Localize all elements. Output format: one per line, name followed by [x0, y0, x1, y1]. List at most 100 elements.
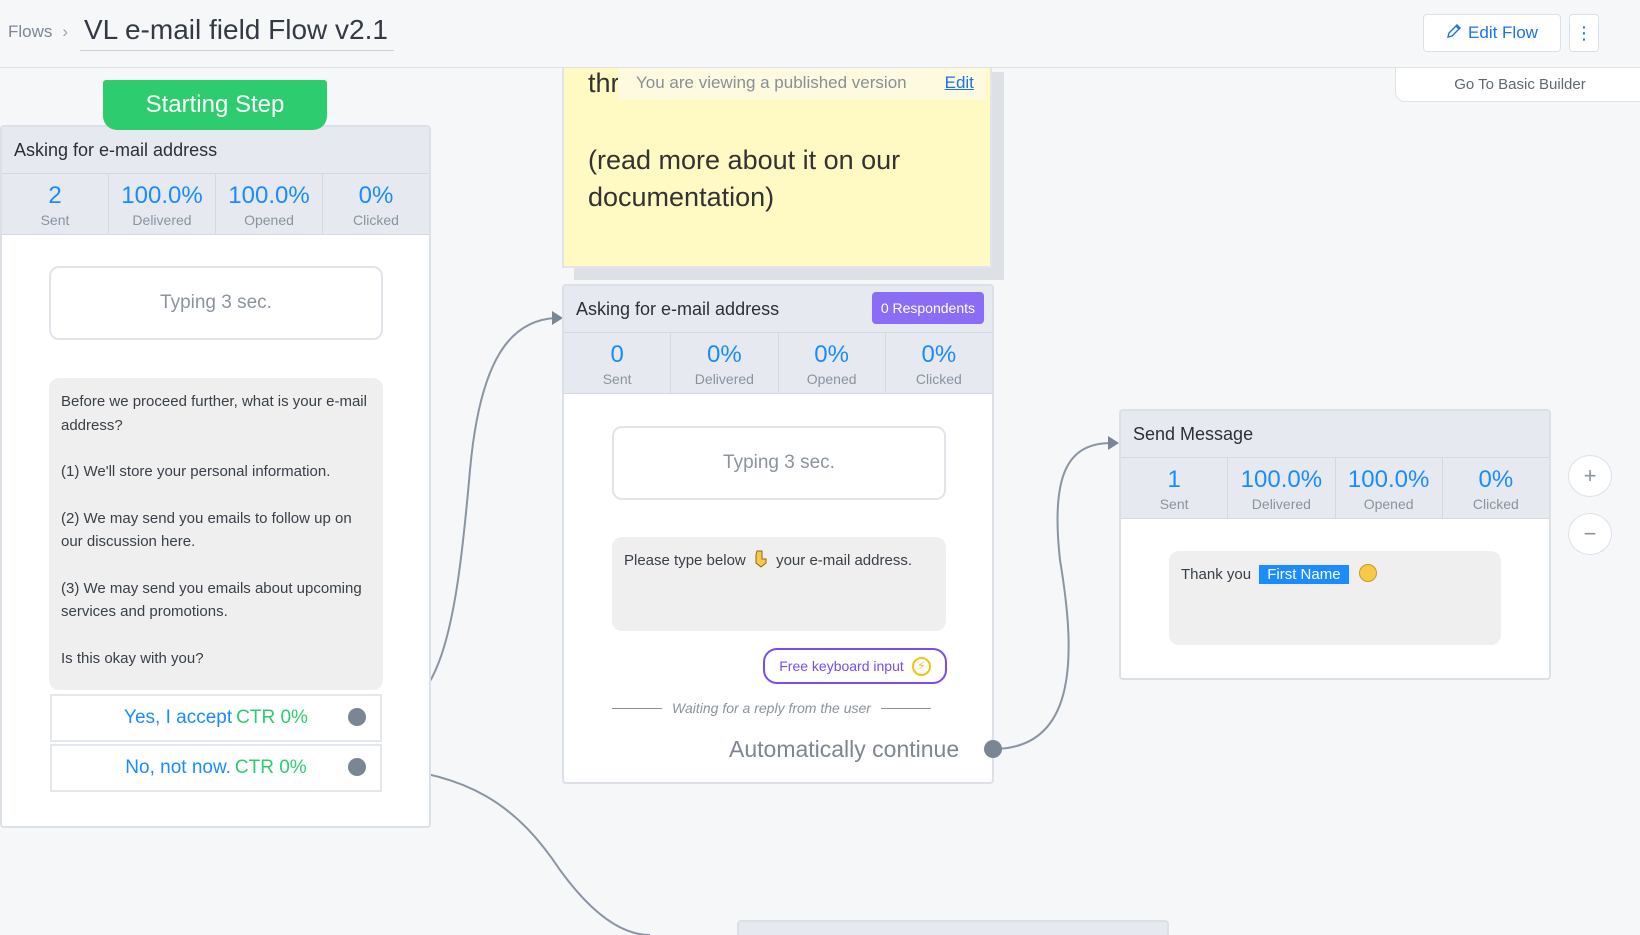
button-label: No, not now.: [125, 757, 231, 778]
message-line: (1) We'll store your personal informatio…: [61, 463, 331, 480]
stat-opened: 100.0%Opened: [216, 174, 323, 234]
first-name-variable-tag: First Name: [1259, 565, 1349, 584]
pencil-icon: [1446, 23, 1462, 44]
stat-delivered: 100.0% Delivered: [109, 174, 216, 234]
automatically-continue-label: Automatically continue: [729, 736, 960, 762]
message-line: (3) We may send you emails about upcomin…: [61, 579, 362, 621]
quick-reply-no[interactable]: No, not now.CTR 0%: [50, 744, 382, 792]
stat-delivered: 100.0% Delivered: [1228, 458, 1336, 518]
waiting-divider: Waiting for a reply from the user: [612, 700, 931, 716]
stat-clicked: 0% Clicked: [323, 174, 429, 234]
stat-opened: 0% Opened: [779, 333, 886, 393]
divider-line: [880, 707, 931, 709]
banner-edit-link[interactable]: Edit: [944, 73, 974, 92]
message-line: (2) We may send you emails to follow up …: [61, 509, 352, 551]
stat-clicked: 0% Clicked: [1443, 458, 1549, 518]
stat-label: Opened: [1363, 496, 1414, 512]
step-card-title: Asking for e-mail address 0 Respondents: [564, 286, 992, 332]
stat-opened: 100.0% Opened: [1336, 458, 1443, 518]
stat-value: 1: [1167, 466, 1181, 493]
stat-delivered: 0% Delivered: [671, 333, 779, 393]
message-line: [61, 554, 371, 577]
banner-text: You are viewing a published version: [636, 73, 907, 92]
flow-title-input[interactable]: VL e-mail field Flow v2.1: [80, 14, 394, 51]
message-bubble[interactable]: Before we proceed further, what is your …: [49, 378, 383, 690]
message-line: [61, 624, 371, 647]
step-card-title: Send Message: [1121, 411, 1549, 457]
connector-dot-auto[interactable]: [984, 740, 1002, 758]
stat-value: 100.0%: [1240, 466, 1323, 493]
connection-step2-to-step3: [992, 442, 1113, 750]
button-ctr: CTR 0%: [234, 757, 307, 778]
stat-value: 0%: [921, 341, 957, 368]
message-text: Thank you: [1181, 566, 1252, 583]
chip-label: Free keyboard input: [779, 658, 904, 674]
smiling-face-icon: [1358, 564, 1377, 582]
go-to-basic-builder-button[interactable]: Go To Basic Builder: [1395, 68, 1640, 102]
top-bar: Flows › VL e-mail field Flow v2.1 Edit F…: [0, 0, 1640, 68]
step-card-title-text: Asking for e-mail address: [576, 298, 780, 319]
connector-dot-no[interactable]: [348, 758, 366, 776]
message-line: Before we proceed further, what is your …: [61, 393, 367, 434]
step-card-asking-email-2[interactable]: Asking for e-mail address 0 Respondents …: [562, 284, 994, 784]
message-text-after: your e-mail address.: [776, 552, 912, 569]
note-partial-text: thr: [588, 68, 620, 98]
stat-value: 100.0%: [228, 182, 310, 209]
respondents-badge[interactable]: 0 Respondents: [871, 292, 984, 324]
more-vertical-icon: ⋮: [1575, 22, 1593, 43]
stat-value: 0%: [358, 182, 394, 209]
stat-value: 0%: [1478, 466, 1514, 493]
more-options-button[interactable]: ⋮: [1569, 14, 1599, 52]
breadcrumb-flows-link[interactable]: Flows: [8, 22, 53, 41]
stat-label: Delivered: [1251, 496, 1311, 512]
typing-delay[interactable]: Typing 3 sec.: [612, 426, 946, 500]
breadcrumb: Flows ›: [8, 22, 68, 42]
stat-label: Opened: [806, 371, 857, 387]
stat-value: 0%: [707, 341, 742, 368]
message-text-before: Please type below: [624, 552, 746, 569]
chevron-right-icon: ›: [62, 22, 69, 41]
connection-no-to-bottom: [355, 766, 651, 935]
edit-flow-label: Edit Flow: [1468, 23, 1538, 42]
waiting-text: Waiting for a reply from the user: [672, 700, 871, 716]
button-ctr: CTR 0%: [236, 707, 308, 728]
typing-delay[interactable]: Typing 3 sec.: [49, 266, 383, 340]
published-version-banner: You are viewing a published version Edit: [618, 66, 986, 100]
zoom-out-button[interactable]: −: [1568, 513, 1612, 555]
edit-flow-button[interactable]: Edit Flow: [1423, 14, 1561, 52]
stat-label: Sent: [40, 212, 70, 228]
lightning-icon: ⚡: [911, 656, 931, 676]
pointing-down-hand-icon: [754, 550, 768, 576]
step-card-title: Asking for e-mail address: [2, 127, 429, 173]
stat-value: 0%: [814, 341, 849, 368]
connector-dot-yes[interactable]: [348, 708, 366, 726]
button-label: Yes, I accept: [124, 707, 233, 728]
zoom-in-button[interactable]: +: [1568, 455, 1612, 497]
divider-line: [612, 707, 662, 709]
stat-label: Delivered: [132, 212, 192, 228]
starting-step-badge: Starting Step: [103, 80, 327, 130]
message-line: Is this okay with you?: [61, 649, 204, 667]
free-keyboard-input-chip[interactable]: Free keyboard input ⚡: [763, 648, 947, 684]
stat-label: Clicked: [1472, 496, 1519, 512]
stat-label: Sent: [1159, 496, 1189, 512]
step-card-partial[interactable]: [737, 920, 1169, 935]
stat-clicked: 0%Clicked: [886, 333, 992, 393]
stat-value: 0: [610, 341, 624, 368]
stat-label: Delivered: [694, 371, 754, 387]
stat-label: Sent: [602, 371, 632, 387]
stat-label: Clicked: [353, 212, 399, 228]
message-bubble[interactable]: Please type below your e-mail address.: [612, 537, 946, 631]
stat-value: 100.0%: [1347, 466, 1430, 493]
stat-value: 2: [48, 182, 62, 209]
stat-value: 100.0%: [121, 182, 203, 209]
message-bubble[interactable]: Thank you First Name: [1169, 551, 1501, 645]
